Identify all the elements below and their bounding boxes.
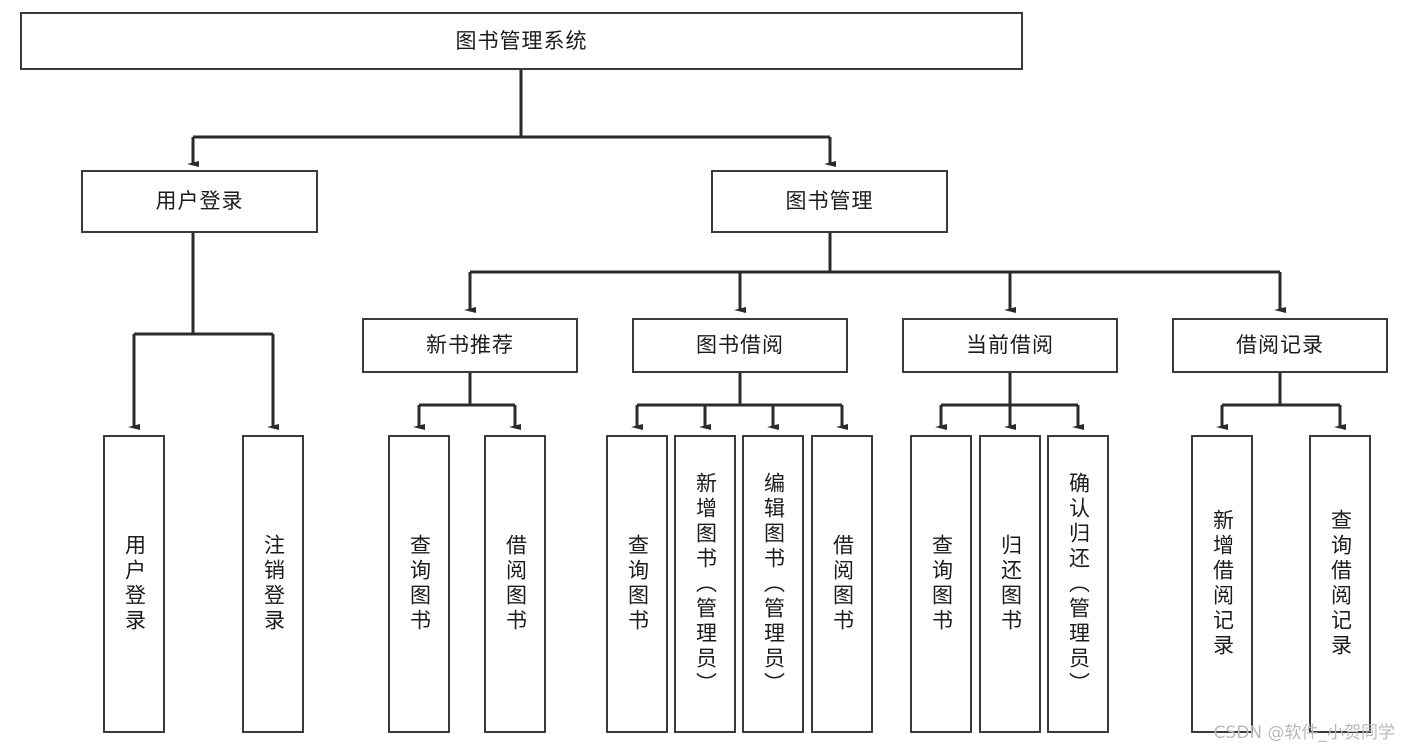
node-label: 当前借阅: [966, 333, 1054, 358]
node-book-manage[interactable]: 图书管理: [711, 170, 948, 233]
node-root-system[interactable]: 图书管理系统: [20, 12, 1023, 70]
node-label: 注销登录: [261, 534, 286, 634]
node-label: 确认归还（管理员）: [1066, 471, 1091, 697]
node-label: 新书推荐: [426, 333, 514, 358]
leaf-query-borrow-record[interactable]: 查询借阅记录: [1309, 435, 1371, 733]
leaf-user-login[interactable]: 用户登录: [103, 435, 165, 733]
node-book-borrow[interactable]: 图书借阅: [632, 318, 848, 373]
node-label: 查询图书: [929, 534, 954, 634]
node-label: 图书管理系统: [455, 28, 588, 53]
node-label: 查询图书: [407, 534, 432, 634]
leaf-user-logout[interactable]: 注销登录: [242, 435, 304, 733]
leaf-add-borrow-record[interactable]: 新增借阅记录: [1191, 435, 1253, 733]
node-label: 查询借阅记录: [1328, 509, 1353, 659]
node-label: 图书借阅: [696, 333, 784, 358]
node-label: 新增图书（管理员）: [693, 471, 718, 697]
leaf-query-book-borrow[interactable]: 查询图书: [606, 435, 668, 733]
node-current-borrow[interactable]: 当前借阅: [902, 318, 1118, 373]
node-label: 归还图书: [998, 534, 1023, 634]
watermark-text: CSDN @软件_小贺同学: [1213, 723, 1395, 743]
node-label: 查询图书: [625, 534, 650, 634]
leaf-confirm-return-admin[interactable]: 确认归还（管理员）: [1047, 435, 1109, 733]
leaf-query-book-current[interactable]: 查询图书: [910, 435, 972, 733]
leaf-borrow-book-recommend[interactable]: 借阅图书: [484, 435, 546, 733]
leaf-edit-book-admin[interactable]: 编辑图书（管理员）: [742, 435, 804, 733]
leaf-borrow-book[interactable]: 借阅图书: [811, 435, 873, 733]
node-borrow-record[interactable]: 借阅记录: [1172, 318, 1388, 373]
node-user-login[interactable]: 用户登录: [81, 170, 318, 233]
node-label: 用户登录: [155, 189, 244, 214]
node-label: 编辑图书（管理员）: [761, 471, 786, 697]
leaf-add-book-admin[interactable]: 新增图书（管理员）: [674, 435, 736, 733]
node-label: 新增借阅记录: [1210, 509, 1235, 659]
leaf-query-book-recommend[interactable]: 查询图书: [388, 435, 450, 733]
node-new-book-recommend[interactable]: 新书推荐: [362, 318, 578, 373]
node-label: 借阅图书: [503, 534, 528, 634]
leaf-return-book[interactable]: 归还图书: [979, 435, 1041, 733]
node-label: 图书管理: [785, 189, 874, 214]
node-label: 借阅图书: [830, 534, 855, 634]
node-label: 借阅记录: [1236, 333, 1324, 358]
node-label: 用户登录: [122, 534, 147, 634]
